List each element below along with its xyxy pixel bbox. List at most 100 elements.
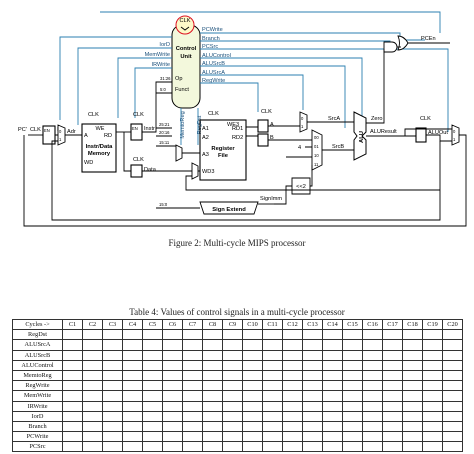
table-cell [342, 441, 363, 453]
table-cell [222, 369, 243, 382]
table-cell [322, 380, 343, 392]
table-cell [322, 431, 343, 443]
table-cell [362, 400, 383, 412]
table-cell [262, 349, 283, 361]
table-cell [262, 441, 283, 453]
table-row-signal-name: IRWrite [12, 400, 63, 412]
table-cell [202, 349, 223, 361]
table-cell [142, 349, 163, 361]
table-cell [302, 420, 323, 433]
table-row-signal-name: IorD [12, 410, 63, 422]
table-cell [302, 359, 323, 371]
control-clk-label: CLK [180, 18, 191, 24]
table-cell [142, 339, 163, 351]
table-cell [362, 329, 383, 341]
table-cell [222, 339, 243, 351]
table-cell [202, 441, 223, 453]
table-cell [322, 339, 343, 351]
table-cell [222, 410, 243, 422]
table-cell [422, 349, 443, 361]
table-cell [82, 369, 103, 382]
table-cell [322, 400, 343, 412]
table-cell [382, 441, 403, 453]
table-cell [382, 369, 403, 382]
table-row: IRWrite [12, 400, 463, 412]
table-cell [242, 329, 263, 341]
table-cell [262, 420, 283, 433]
table-cell [202, 380, 223, 392]
table-cell [242, 369, 263, 382]
table-cell [442, 359, 463, 371]
table-cell [222, 431, 243, 443]
signimm-label: SignImm [260, 196, 282, 202]
table-cell [402, 420, 423, 433]
table-cell [242, 441, 263, 453]
table-cell [302, 431, 323, 443]
bits-15-11: 15:11 [159, 140, 170, 145]
table-cell [282, 359, 303, 371]
table-cell [102, 349, 123, 361]
table-cell [122, 349, 143, 361]
table-cell [242, 420, 263, 433]
table-cell [442, 329, 463, 341]
signal-alucontrol: ALUControl [202, 53, 231, 59]
mem-rd-port: RD [104, 133, 112, 139]
alu: ALU [353, 111, 367, 161]
table-cell [262, 380, 283, 392]
table-cell [442, 400, 463, 412]
table-header-cycle: C14 [322, 318, 343, 331]
rf-a2-port: A2 [202, 135, 209, 141]
table-cell [182, 390, 203, 402]
table-cell [102, 431, 123, 443]
aluout-label: ALUOut [428, 130, 448, 136]
table-cell [302, 441, 323, 453]
table-cell [182, 329, 203, 341]
table-cell [282, 390, 303, 402]
table-header-cycle: C13 [302, 318, 323, 331]
table-cell [102, 420, 123, 433]
table-cell [82, 359, 103, 371]
clk-icon: CLK [175, 15, 195, 35]
control-funct-label: Funct [175, 87, 189, 93]
table-cell [262, 400, 283, 412]
table-cell [342, 349, 363, 361]
instr-data-memory: CLK WE A RD Instr/Data Memory WD [81, 112, 117, 173]
rf-we3-port: WE3 [227, 122, 239, 128]
table-cell [202, 431, 223, 443]
table-header-cycle: C10 [242, 318, 263, 331]
memtoreg-mux [191, 162, 199, 180]
table-row-signal-name: MemtoReg [12, 369, 63, 382]
rf-title-1: Register [211, 146, 235, 152]
table-cell [382, 339, 403, 351]
clk-ab-label: CLK [261, 109, 272, 115]
table-cell [362, 431, 383, 443]
table-cell [422, 329, 443, 341]
table-cell [122, 400, 143, 412]
table-cell [222, 441, 243, 453]
table-cell [382, 359, 403, 371]
alu-label: ALU [359, 131, 365, 143]
table-cell [402, 431, 423, 443]
table-cell [102, 359, 123, 371]
srca-mux-in1: 1 [301, 124, 304, 129]
table-cell [162, 441, 183, 453]
table-cell [442, 410, 463, 422]
mem-wd-port: WD [84, 160, 93, 166]
control-signals-right: PCWrite Branch PCSrc ALUControl ALUSrcB … [100, 11, 449, 132]
table-cell [322, 390, 343, 402]
table-cell [62, 359, 83, 371]
table-cell [182, 420, 203, 433]
table-row: Branch [12, 420, 463, 433]
clk-aluout-label: CLK [420, 116, 431, 122]
table-cell [382, 390, 403, 402]
bits-25-21: 25:21 [159, 122, 170, 127]
table-cell [142, 380, 163, 392]
table-cell [382, 349, 403, 361]
table-cell [242, 390, 263, 402]
table-cell [162, 380, 183, 392]
shift-label: <<2 [296, 184, 306, 190]
table-cell [342, 369, 363, 382]
table-cell [402, 369, 423, 382]
mem-a-port: A [84, 133, 88, 139]
table-cell [262, 359, 283, 371]
